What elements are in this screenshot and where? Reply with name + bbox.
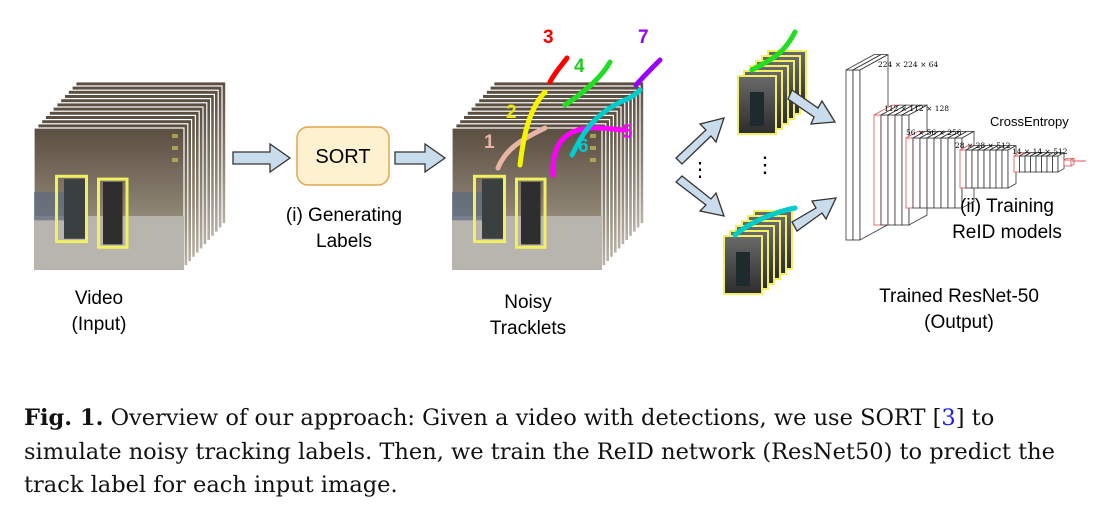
track-curve-3: [547, 55, 570, 85]
tracklet-crop-lower: [723, 210, 793, 295]
caption-citation-link[interactable]: 3: [941, 405, 956, 431]
track-id-4: 4: [574, 56, 585, 77]
track-id-6: 6: [578, 136, 589, 157]
upper-crop-track: [749, 29, 798, 73]
output-label-line1: Trained ResNet-50: [879, 286, 1039, 307]
track-id-5: 5: [622, 122, 633, 143]
network-layer-block: [1013, 152, 1065, 173]
step1-label-line1: (i) Generating: [286, 205, 402, 226]
track-id-1: 1: [484, 132, 495, 153]
figure-caption: Fig. 1. Overview of our approach: Given …: [24, 402, 1086, 503]
track-curve-2: [517, 89, 548, 168]
step2-label-line2: ReID models: [952, 222, 1062, 243]
front-frame-detail: [34, 174, 184, 270]
caption-label: Fig. 1.: [24, 405, 104, 431]
person-detection-box: [515, 177, 547, 249]
layer-dim-4: 28 × 28 × 512: [955, 141, 1011, 150]
step2-label-line1: (ii) Training: [960, 196, 1054, 217]
resnet-diagram: [845, 53, 1086, 241]
front-frame-detail: [452, 174, 602, 270]
track-curve-4: [562, 59, 613, 108]
network-layer-block: [1063, 157, 1075, 167]
arrow-to-upper-tracklet: [675, 117, 725, 165]
track-id-3: 3: [543, 27, 554, 48]
layer-dim-2: 112 × 112 × 128: [884, 104, 949, 113]
lower-crop-track: [732, 205, 798, 238]
tracklet-crop-upper: [737, 50, 807, 135]
tracklet-thumbnail: [723, 235, 763, 295]
tracklet-thumbnail: [737, 75, 777, 135]
track-id-labels: 1 2 3 4 5 6 7: [484, 27, 649, 157]
layer-dimension-labels: 224 × 224 × 64 112 × 112 × 128 56 × 56 ×…: [878, 60, 1068, 156]
noisy-label-line1: Noisy: [504, 292, 552, 313]
sort-label: SORT: [315, 146, 370, 168]
network-layer-block: [959, 144, 1017, 189]
layer-dim-5: 14 × 14 × 512: [1012, 147, 1068, 156]
track-curves: [495, 55, 663, 178]
arrow-upper-to-network: [787, 89, 837, 125]
arrow-video-to-sort: [232, 142, 292, 174]
ellipsis-middle: ⋮: [754, 152, 776, 177]
output-label-line2: (Output): [924, 312, 994, 333]
video-label-line1: Video: [75, 288, 123, 309]
person-detection-box: [97, 177, 129, 249]
caption-text-before: Overview of our approach: Given a video …: [103, 405, 942, 431]
network-layer-block: [845, 53, 889, 241]
person-detection-box: [55, 174, 88, 244]
track-curve-1: [495, 125, 548, 171]
arrow-sort-to-tracklets: [394, 142, 447, 174]
video-label-line2: (Input): [72, 314, 127, 335]
layer-dim-1: 224 × 224 × 64: [878, 60, 939, 69]
track-id-2: 2: [506, 102, 517, 123]
track-curve-6: [569, 87, 643, 158]
tracklet-frame-stack: [451, 81, 645, 271]
layer-dim-3: 56 × 56 × 256: [906, 128, 962, 137]
track-id-7: 7: [638, 27, 649, 48]
caption-text-after: ] to simulate noisy tracking labels. The…: [24, 405, 1055, 498]
loss-label: CrossEntropy: [990, 114, 1069, 129]
noisy-label-line2: Tracklets: [490, 318, 566, 339]
ellipsis-left: ⋮: [690, 159, 710, 181]
arrow-to-lower-tracklet: [675, 175, 725, 217]
sort-box: [296, 126, 390, 186]
person-detection-box: [473, 174, 506, 244]
overview-figure: SORT (i) Generating Labels 1 2 3 4 5 6 7…: [33, 27, 1086, 339]
track-curve-7: [633, 57, 663, 88]
video-frame-stack: [33, 81, 227, 271]
step1-label-line2: Labels: [316, 231, 372, 252]
arrow-lower-to-network: [791, 197, 838, 232]
